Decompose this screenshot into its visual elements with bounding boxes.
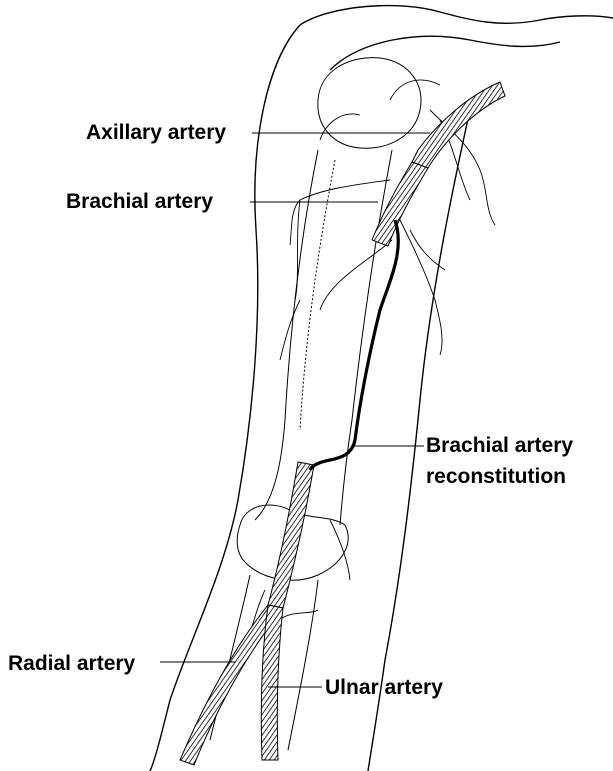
reconstitution-label-line2: reconstitution bbox=[426, 463, 566, 490]
axillary-artery-label: Axillary artery bbox=[86, 119, 226, 146]
humerus-right bbox=[340, 150, 392, 525]
collateral-reconstitution-vessel bbox=[310, 220, 398, 470]
axillary-artery-shape bbox=[412, 82, 505, 168]
forearm-bone-right bbox=[288, 580, 318, 750]
brachial-artery-shape bbox=[372, 162, 428, 246]
humerus-inner bbox=[300, 160, 335, 430]
humeral-head bbox=[318, 58, 421, 149]
reconstitution-label-line1: Brachial artery bbox=[426, 432, 573, 459]
brachial-artery-label: Brachial artery bbox=[66, 188, 213, 215]
radial-artery-label: Radial artery bbox=[8, 650, 135, 677]
shoulder-fold bbox=[330, 36, 560, 70]
ulnar-artery-label: Ulnar artery bbox=[325, 674, 443, 701]
brachial-artery-distal-shape bbox=[268, 462, 314, 608]
shoulder-contour bbox=[300, 6, 613, 25]
